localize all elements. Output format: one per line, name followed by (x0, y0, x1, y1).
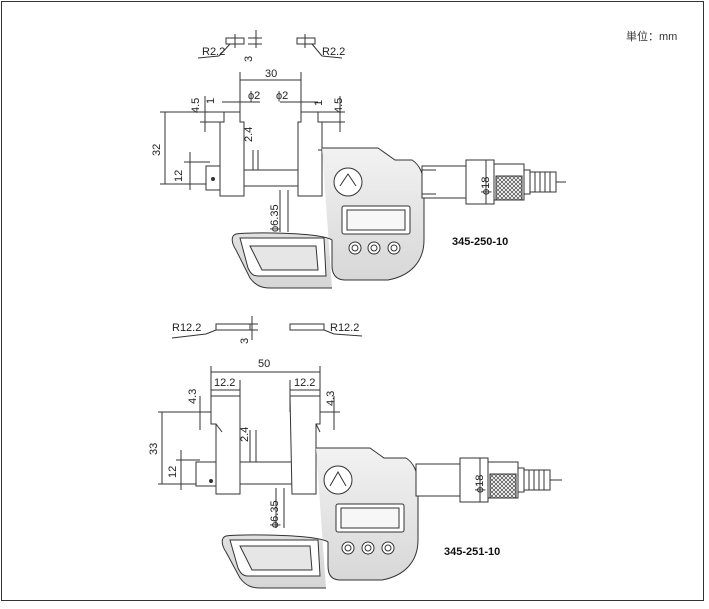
micrometer-bottom (158, 316, 562, 589)
label-phi-left: ϕ2 (248, 90, 260, 102)
label-off-left: 1 (205, 98, 217, 104)
label-height-12-b: 12 (167, 466, 179, 478)
label-r-left-b: R12.2 (172, 322, 201, 334)
tip-detail-right-b (289, 323, 363, 337)
label-tip-thickness-b: 3 (239, 338, 251, 344)
bottom-labels: R12.2 R12.2 3 50 12.2 12.2 4.3 4.3 33 12… (148, 322, 486, 528)
label-w-right-b: 12.2 (294, 377, 315, 389)
model-label-top: 345-250-10 (452, 236, 509, 248)
label-phi-right: ϕ2 (276, 90, 288, 102)
label-r-right: R2.2 (322, 46, 345, 58)
label-h-right: 4.5 (333, 98, 345, 113)
label-span: 30 (265, 68, 277, 80)
micrometer-top (160, 30, 566, 289)
model-label-bottom: 345-251-10 (444, 546, 501, 558)
label-r-right-b: R12.2 (330, 322, 359, 334)
label-depth: 32 (151, 144, 163, 156)
label-thimble-dia-b: ϕ18 (474, 475, 486, 493)
sheet-border (1, 1, 704, 601)
label-w-left-b: 12.2 (214, 377, 235, 389)
tip-detail-left (197, 34, 245, 59)
label-h-left-b: 4.3 (187, 389, 199, 404)
label-tip-thickness: 3 (243, 56, 255, 62)
label-spindle-dia: ϕ6.35 (269, 204, 281, 232)
label-height-12: 12 (173, 170, 185, 182)
unit-label: 単位：mm (626, 31, 678, 43)
label-thimble-dia: ϕ18 (480, 177, 492, 195)
label-gap-b: 2.4 (239, 427, 251, 442)
top-labels: R2.2 R2.2 3 30 ϕ2 ϕ2 4.5 4.5 1 1 32 12 2… (151, 46, 492, 232)
label-h-left: 4.5 (190, 98, 202, 113)
label-off-right: 1 (313, 100, 325, 106)
tip-detail-right (296, 34, 343, 59)
tip-detail-left-b (171, 316, 253, 340)
label-gap: 2.4 (243, 127, 255, 142)
label-span-b: 50 (258, 358, 270, 370)
label-r-left: R2.2 (202, 46, 225, 58)
label-spindle-dia-b: ϕ6.35 (269, 500, 281, 528)
label-h-right-b: 4.3 (325, 391, 337, 406)
label-depth-b: 33 (148, 443, 160, 455)
